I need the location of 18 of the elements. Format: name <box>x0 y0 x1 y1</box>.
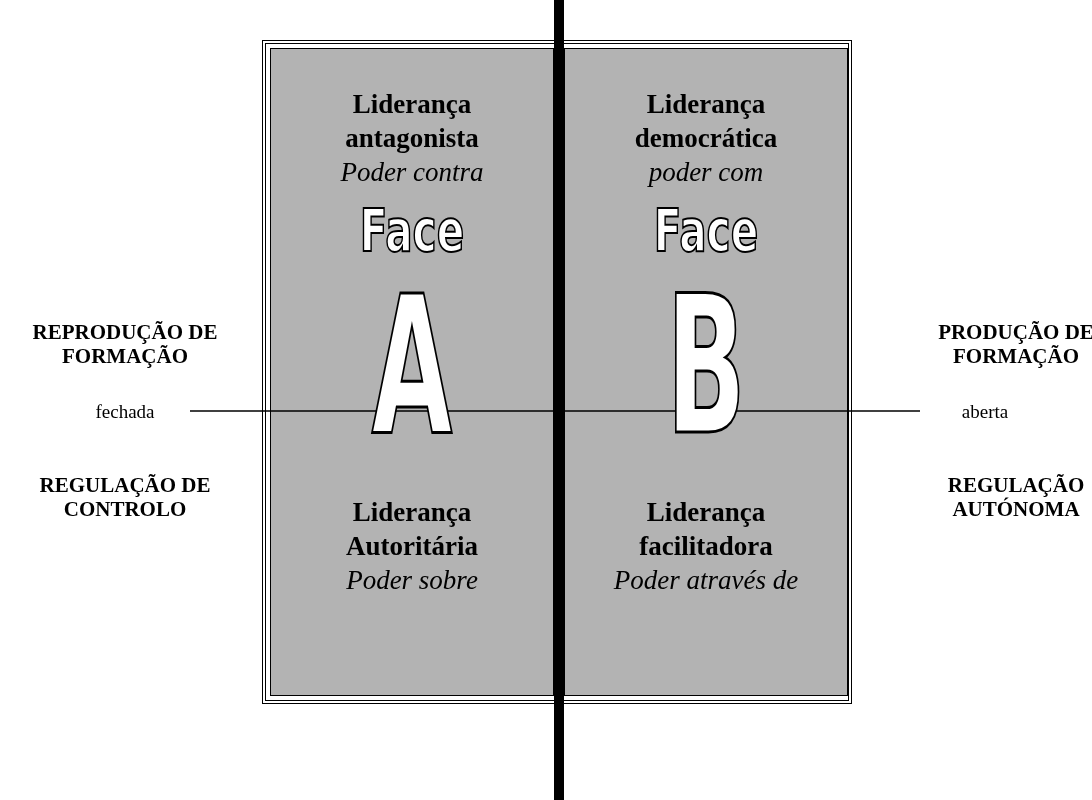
axis-end-label: fechada <box>94 400 156 424</box>
face-heading: Face <box>653 199 759 263</box>
axis-heading: REPRODUÇÃO DE FORMAÇÃO <box>31 320 219 368</box>
quadrant-panel <box>270 48 554 696</box>
quadrant-panel <box>564 48 848 696</box>
power-subtitle: Poder através de <box>613 564 799 597</box>
axis-heading: REGULAÇÃO AUTÓNOMA <box>946 473 1086 521</box>
power-subtitle: Poder sobre <box>346 564 478 597</box>
face-heading: Face <box>359 199 465 263</box>
power-subtitle: Poder contra <box>340 156 484 189</box>
axis-end-label: aberta <box>960 400 1010 424</box>
leadership-title: Liderança antagonista <box>344 88 480 155</box>
leadership-title: Liderança facilitadora <box>638 496 774 563</box>
axis-heading: PRODUÇÃO DE FORMAÇÃO <box>937 320 1092 368</box>
power-subtitle: poder com <box>648 156 764 189</box>
axis-heading: REGULAÇÃO DE CONTROLO <box>38 473 212 521</box>
leadership-title: Liderança Autoritária <box>345 496 479 563</box>
frame-box <box>262 40 852 704</box>
